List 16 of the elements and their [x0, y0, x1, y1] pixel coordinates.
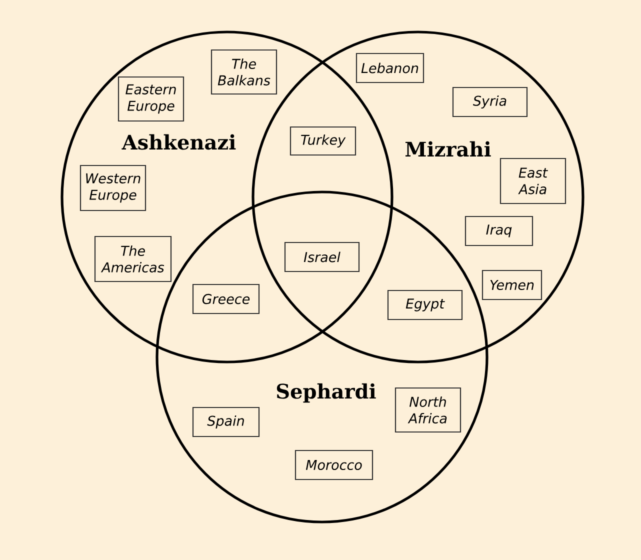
region-box: Egypt	[387, 290, 463, 320]
region-box: East Asia	[500, 158, 566, 204]
region-box: The Balkans	[210, 49, 278, 95]
region-box: The Americas	[94, 236, 172, 282]
region-box: Eastern Europe	[118, 76, 184, 122]
region-box: Turkey	[290, 126, 356, 156]
region-box: North Africa	[394, 387, 462, 433]
region-box: Morocco	[294, 450, 374, 480]
region-box: Western Europe	[80, 164, 146, 212]
region-box: Greece	[192, 284, 260, 314]
region-box: Israel	[284, 242, 360, 272]
region-box: Yemen	[482, 270, 542, 300]
region-box: Lebanon	[356, 52, 424, 84]
region-box: Spain	[192, 406, 260, 438]
region-box: Syria	[452, 86, 528, 118]
region-box: Iraq	[464, 216, 534, 246]
